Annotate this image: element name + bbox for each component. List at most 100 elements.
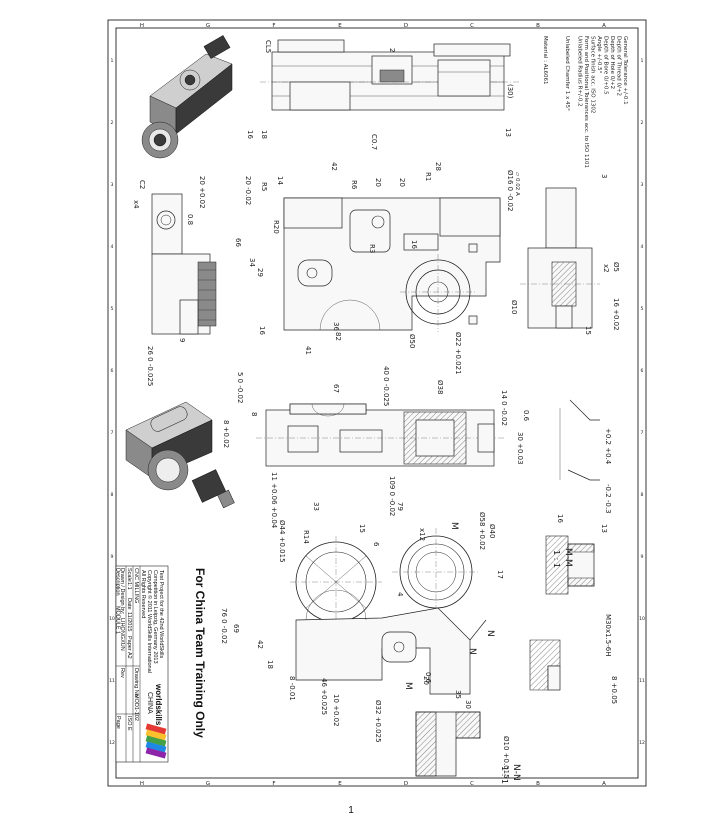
dim-67: 67: [332, 384, 340, 393]
zone-letter-b-top: B: [536, 23, 540, 29]
zone-letter-e-top: E: [338, 23, 342, 29]
scale-value: 1:1: [126, 582, 132, 590]
zone-number-12-left: 12: [109, 740, 115, 746]
cut-marker-n-bottom: N: [467, 648, 477, 655]
dim-10: 10 +0.02: [332, 694, 340, 727]
dim-16-tol: 16 +0.02: [612, 298, 620, 331]
zone-letter-d-bottom: D: [404, 781, 408, 787]
date-value: 11/2015: [126, 612, 132, 631]
dim-18b: 18: [266, 660, 274, 669]
dim-20b: 20: [398, 178, 406, 187]
page-label: Page: [115, 716, 121, 729]
scale-label: Scale: [126, 568, 132, 582]
note-line: Unlabeled Radius R+/-0.2: [577, 36, 583, 107]
dim-phi5: Ø5: [612, 262, 620, 272]
dim-26: 26 0 -0.025: [146, 346, 154, 386]
project-line: Competition in Leipzig, Germany 2013: [152, 570, 158, 664]
section-view: [256, 403, 504, 467]
worldskills-logo: [145, 723, 167, 759]
paper-label: Paper: [126, 636, 132, 651]
zone-number-7-left: 7: [111, 430, 114, 436]
logo-text: worldskills: [154, 683, 163, 726]
dim-phi44: Ø44 +0.015: [278, 520, 286, 563]
zone-number-2-right: 2: [641, 120, 644, 126]
dim-cl5: CL5: [264, 40, 272, 53]
zone-number-5-right: 5: [641, 306, 644, 312]
dim-phi40: Ø40: [488, 524, 496, 538]
section-nn-view: [415, 711, 481, 777]
right-side-view: [520, 187, 600, 329]
zone-number-3-right: 3: [641, 182, 644, 188]
logo-country: CHINA: [146, 692, 153, 714]
dim-66: 66: [234, 238, 242, 247]
zone-letter-c-bottom: C: [470, 781, 474, 787]
dim-35: 35: [454, 690, 462, 699]
note-line: Form and Positional Tolerances acc. to I…: [583, 36, 589, 168]
note-line: Depth of Bore 0/+0.5: [603, 36, 609, 95]
dim-42b: 42: [256, 640, 264, 649]
zone-number-11-right: 11: [639, 678, 645, 684]
dim-8: 8: [250, 412, 258, 416]
isometric-view-bottom: [125, 401, 235, 509]
dim-20-tol-b: 20 -0.02: [244, 176, 252, 205]
zone-number-1-right: 1: [641, 58, 644, 64]
cut-marker-n-top: N: [485, 630, 495, 637]
dim-0.6b: 0.6: [424, 672, 432, 684]
section-mm-view: [545, 535, 595, 595]
section-nn-scale: 1 : 1: [500, 766, 509, 784]
zone-number-10-left: 10: [109, 616, 115, 622]
zone-number-11-left: 11: [109, 678, 115, 684]
drawing-no-value: MOD1-102: [133, 694, 139, 721]
dim-17: 17: [496, 570, 504, 579]
zone-number-3-left: 3: [111, 182, 114, 188]
cut-marker-m-top: M: [449, 522, 459, 530]
svg-text:General Tolerance +/-0.1Depth: General Tolerance +/-0.1Depth of Thread …: [577, 36, 629, 168]
zone-number-4-left: 4: [111, 244, 114, 250]
zone-letter-g-top: G: [206, 23, 210, 29]
thread-callout: M30x1.5-6H: [604, 614, 612, 656]
dim-x4: x4: [132, 200, 140, 209]
rev-label: Rev: [119, 668, 125, 678]
dim-x2: x2: [602, 264, 610, 273]
dim-34: 34: [248, 258, 256, 267]
zone-number-8-left: 8: [111, 492, 114, 498]
dim-42: 42: [330, 162, 338, 171]
top-view: [260, 39, 520, 111]
dim-30: (30): [506, 84, 514, 99]
dim-46: 46 +0.025: [320, 678, 328, 715]
zone-number-4-right: 4: [641, 244, 644, 250]
dim-14-tol: 14 0 -0.02: [500, 390, 508, 426]
dim-r20: R20: [272, 220, 280, 234]
project-line: Copyright © 2011 WorldSkills Internation…: [146, 570, 153, 673]
section-labels: M-M 1 : 1 N-N 1 : 1 M M N N M30x1.5-6H: [403, 522, 612, 784]
zone-letter-h-bottom: H: [140, 781, 144, 787]
watermark-text: For China Team Training Only: [193, 568, 207, 738]
drawing-no-label: Drawing No: [133, 668, 139, 697]
dim-5: 5 0 -0.02: [236, 372, 244, 403]
zone-letter-f-top: F: [272, 23, 275, 29]
zone-number-12-right: 12: [639, 740, 645, 746]
dim-9: 9: [178, 338, 186, 342]
dim-0.8: 0.8: [186, 214, 194, 225]
dim-r14: R14: [302, 530, 310, 544]
dim-40: 40 0 -0.025: [382, 366, 390, 406]
dim-phi58: Ø58 +0.02: [478, 512, 486, 550]
dim-36: 36: [332, 322, 340, 331]
paper-value: A2: [126, 652, 132, 659]
zone-number-1-left: 1: [111, 58, 114, 64]
dim-76: 76 0 -0.02: [220, 608, 228, 644]
section-mm-label: M-M: [563, 548, 573, 567]
note-line: Surface finish acc. ISO 1302: [590, 36, 596, 113]
dim-82: 82: [334, 332, 342, 341]
zone-number-7-right: 7: [641, 430, 644, 436]
front-view: [283, 197, 501, 332]
dim-30b: 30: [464, 700, 472, 709]
dim-18: 18: [260, 130, 268, 139]
dim-33: 33: [312, 502, 320, 511]
dim-3: 3: [600, 174, 608, 178]
dim-16: 16: [246, 130, 254, 139]
zone-letter-c-top: C: [470, 23, 474, 29]
